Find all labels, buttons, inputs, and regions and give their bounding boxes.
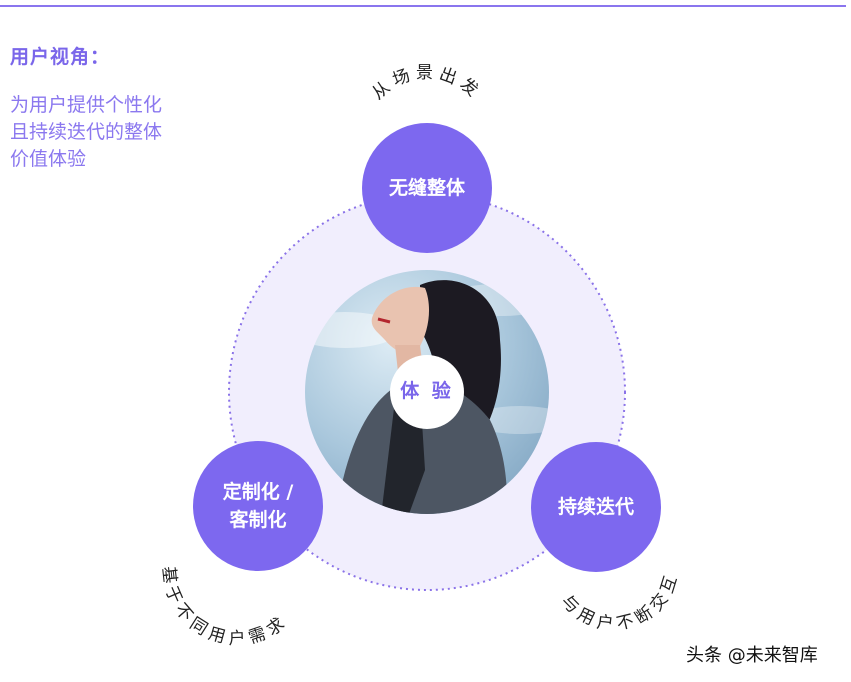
node-label-seamless: 无缝整体 [362, 174, 492, 202]
node-continuous-iteration [531, 442, 661, 572]
description-line: 为用户提供个性化 [10, 94, 163, 116]
node-customization [193, 441, 323, 571]
description: 为用户提供个性化 且持续迭代的整体 价值体验 [10, 92, 200, 173]
center-label: 体 验 [400, 380, 454, 402]
node-label-customization: 定制化 / 客制化 [193, 478, 323, 534]
node-label-line: 持续迭代 [557, 496, 634, 518]
caption-left: 基于不同用户需求 [158, 565, 293, 649]
node-label-line: 无缝整体 [388, 177, 465, 199]
center-badge [390, 355, 464, 429]
section-heading: 用户视角： [10, 46, 111, 68]
watermark: 头条 @未来智库 [686, 645, 818, 666]
node-seamless-whole [362, 123, 492, 253]
description-line: 且持续迭代的整体 [10, 121, 163, 143]
caption-top: 从场景出发 [368, 63, 485, 104]
node-label-iteration: 持续迭代 [531, 493, 661, 521]
top-divider [0, 5, 846, 7]
description-line: 价值体验 [10, 148, 87, 170]
node-label-line: 客制化 [229, 509, 287, 531]
node-label-line: 定制化 / [222, 481, 294, 503]
caption-right: 与用户不断交互 [557, 569, 683, 635]
